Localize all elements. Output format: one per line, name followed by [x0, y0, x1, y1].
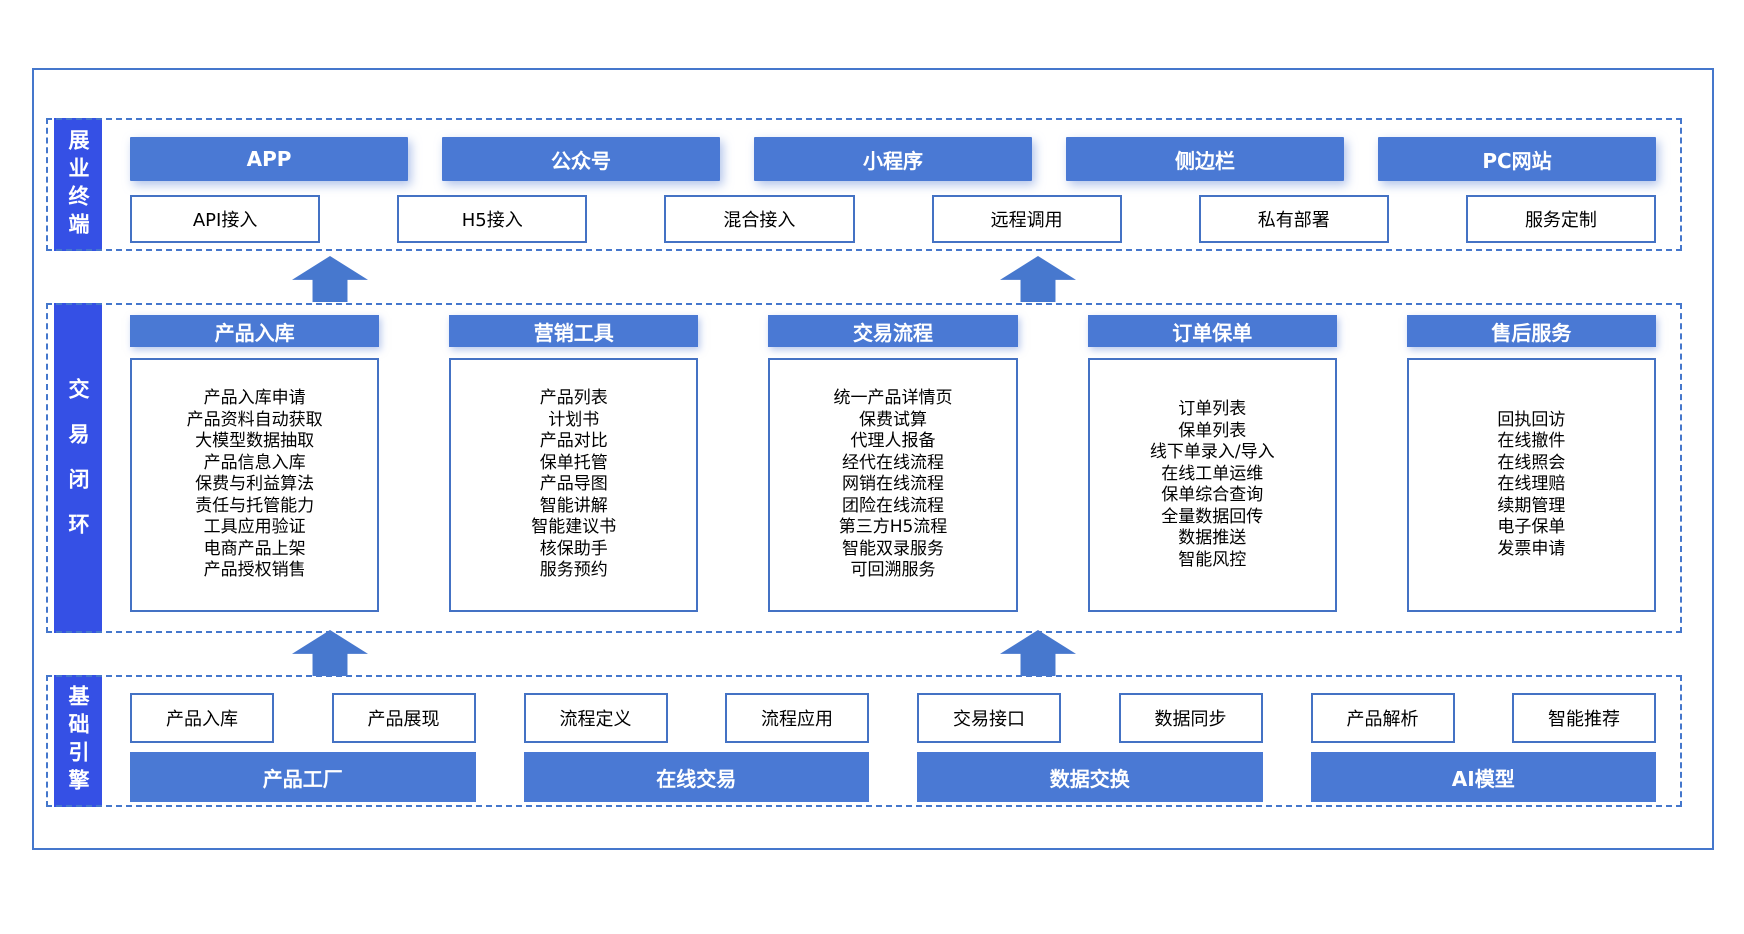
column-item: 可回溯服务: [850, 560, 936, 581]
column-item: 工具应用验证: [203, 517, 306, 538]
column-item: 续期管理: [1497, 495, 1566, 516]
column-order-policy: 订单保单 订单列表保单列表线下单录入/导入在线工单运维保单综合查询全量数据回传数…: [1087, 315, 1337, 612]
engine-bar: AI模型: [1310, 752, 1656, 802]
column-header: 订单保单: [1087, 315, 1337, 347]
column-item: 产品入库申请: [203, 388, 306, 409]
access-box: 服务定制: [1465, 195, 1657, 243]
engine-bar: 产品工厂: [130, 752, 476, 802]
band-label-loop: 交易闭环: [54, 303, 102, 633]
column-item: 全量数据回传: [1161, 506, 1264, 527]
access-box: H5接入: [397, 195, 588, 243]
column-item: 网销在线流程: [842, 474, 944, 495]
column-item: 产品列表: [539, 388, 608, 409]
column-item: 数据推送: [1178, 528, 1247, 548]
column-item: 保单列表: [1178, 420, 1247, 441]
column-item: 保费试算: [859, 409, 927, 430]
engine-bar: 数据交换: [917, 752, 1263, 802]
column-item: 在线照会: [1497, 452, 1566, 473]
engine-box: 产品展现: [331, 693, 476, 743]
channel-buttons-row: APP 公众号小程序侧边栏 PC网站: [130, 137, 1656, 181]
column-item-list: 订单列表保单列表线下单录入/导入在线工单运维保单综合查询全量数据回传数据推送智能…: [1087, 358, 1337, 612]
channel-button: 公众号: [442, 137, 720, 181]
channel-button: PC网站: [1378, 137, 1656, 181]
column-header: 交易流程: [768, 315, 1018, 347]
access-box: 远程调用: [931, 195, 1122, 243]
column-item: 保单托管: [539, 452, 608, 473]
column-item: 团险在线流程: [842, 495, 944, 516]
engine-groups: 产品入库 产品展现 产品工厂 流程定义 流程应用 在线交易 交易接口 数据同步 …: [130, 693, 1656, 802]
group-ai-model: 产品解析 智能推荐 AI模型: [1310, 693, 1656, 802]
column-item: 保单综合查询: [1161, 485, 1264, 505]
channel-button: APP: [130, 137, 408, 181]
column-item: 订单列表: [1178, 399, 1247, 419]
column-item: 在线撤件: [1497, 431, 1566, 452]
column-marketing-tools: 营销工具 产品列表计划书产品对比保单托管产品导图智能讲解智能建议书核保助手服务预…: [449, 315, 699, 612]
engine-boxes: 产品入库 产品展现: [130, 693, 476, 743]
column-header: 产品入库: [130, 315, 380, 347]
engine-box: 产品入库: [130, 693, 274, 743]
column-item: 发票申请: [1497, 538, 1566, 559]
column-item-list: 回执回访在线撤件在线照会在线理赔续期管理电子保单发票申请: [1406, 358, 1657, 612]
band-label-terminal: 展业终端: [54, 118, 102, 251]
access-box: 私有部署: [1198, 195, 1389, 243]
column-item: 责任与托管能力: [195, 495, 315, 516]
column-header: 营销工具: [449, 315, 699, 347]
access-boxes-row: API接入 H5接入 混合接入 远程调用 私有部署 服务定制: [130, 195, 1657, 243]
column-item-list: 产品列表计划书产品对比保单托管产品导图智能讲解智能建议书核保助手服务预约: [449, 358, 699, 612]
column-item-list: 产品入库申请产品资料自动获取大模型数据抽取产品信息入库保费与利益算法责任与托管能…: [130, 358, 380, 612]
column-item-list: 统一产品详情页保费试算代理人报备经代在线流程网销在线流程团险在线流程第三方H5流…: [768, 358, 1018, 612]
engine-boxes: 产品解析 智能推荐: [1310, 693, 1656, 743]
column-item: 代理人报备: [850, 431, 936, 452]
engine-boxes: 交易接口 数据同步: [917, 693, 1263, 743]
column-item: 电商产品上架: [203, 538, 306, 559]
column-item: 保费与利益算法: [195, 474, 315, 495]
column-item: 大模型数据抽取: [195, 431, 315, 452]
channel-button: 小程序: [754, 137, 1032, 181]
column-item: 核保助手: [539, 538, 608, 559]
column-item: 智能讲解: [539, 495, 608, 516]
engine-box: 产品解析: [1310, 693, 1455, 743]
column-item: 第三方H5流程: [838, 517, 948, 538]
loop-columns: 产品入库 产品入库申请产品资料自动获取大模型数据抽取产品信息入库保费与利益算法责…: [130, 315, 1657, 612]
column-item: 在线理赔: [1497, 474, 1566, 495]
column-product-intake: 产品入库 产品入库申请产品资料自动获取大模型数据抽取产品信息入库保费与利益算法责…: [130, 315, 380, 612]
column-item: 计划书: [548, 409, 600, 430]
column-item: 产品信息入库: [203, 452, 306, 473]
engine-box: 数据同步: [1118, 693, 1263, 743]
column-item: 产品资料自动获取: [186, 409, 323, 430]
column-item: 统一产品详情页: [833, 388, 953, 409]
column-item: 智能风控: [1178, 549, 1247, 570]
column-item: 线下单录入/导入: [1149, 442, 1275, 462]
access-box: API接入: [130, 195, 321, 243]
engine-box: 流程定义: [523, 693, 668, 743]
column-item: 经代在线流程: [842, 452, 944, 473]
column-item: 电子保单: [1497, 517, 1566, 538]
column-item: 产品导图: [539, 474, 608, 495]
engine-bar: 在线交易: [523, 752, 869, 802]
column-item: 在线工单运维: [1161, 463, 1264, 484]
access-box: 混合接入: [664, 195, 855, 243]
band-label-engine: 基础引擎: [54, 675, 102, 807]
column-item: 智能建议书: [531, 517, 617, 538]
column-item: 智能双录服务: [842, 538, 944, 559]
engine-boxes: 流程定义 流程应用: [523, 693, 869, 743]
column-item: 产品授权销售: [203, 560, 306, 581]
column-header: 售后服务: [1406, 315, 1657, 347]
engine-box: 智能推荐: [1512, 693, 1656, 743]
column-item: 服务预约: [539, 560, 608, 581]
group-online-trade: 流程定义 流程应用 在线交易: [523, 693, 869, 802]
column-item: 回执回访: [1497, 409, 1566, 430]
group-data-exchange: 交易接口 数据同步 数据交换: [917, 693, 1263, 802]
column-trade-flow: 交易流程 统一产品详情页保费试算代理人报备经代在线流程网销在线流程团险在线流程第…: [768, 315, 1018, 612]
engine-box: 交易接口: [917, 693, 1061, 743]
engine-box: 流程应用: [725, 693, 869, 743]
group-product-factory: 产品入库 产品展现 产品工厂: [130, 693, 476, 802]
column-item: 产品对比: [539, 431, 608, 452]
channel-button: 侧边栏: [1066, 137, 1344, 181]
column-after-sales: 售后服务 回执回访在线撤件在线照会在线理赔续期管理电子保单发票申请: [1406, 315, 1657, 612]
